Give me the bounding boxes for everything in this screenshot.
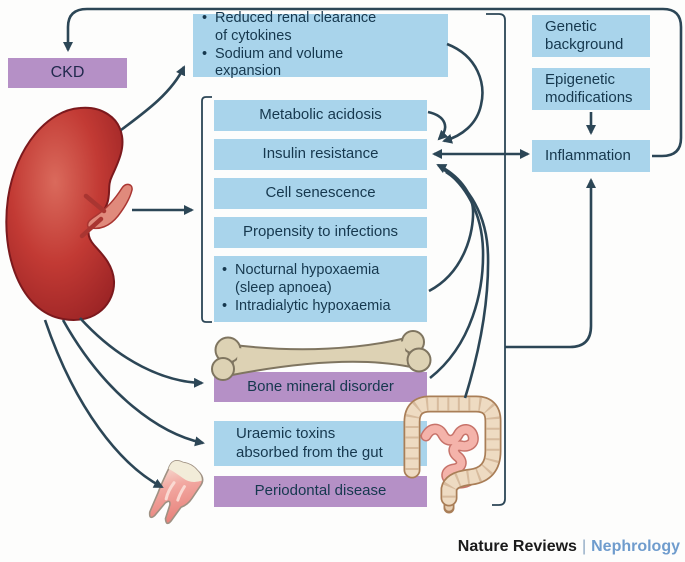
- periodontal-disease-box: Periodontal disease: [214, 476, 427, 507]
- curve-bone-to-insulin: [429, 167, 485, 380]
- genetic-line1: Genetic: [545, 17, 597, 35]
- journal-separator: |: [581, 538, 587, 555]
- left-group-bracket: [201, 96, 212, 323]
- bullet-indent: [222, 280, 235, 298]
- bullet-glyph: •: [202, 45, 208, 62]
- bullet-glyph: •: [222, 262, 228, 279]
- bone-mineral-disorder-label: Bone mineral disorder: [247, 377, 394, 395]
- journal-credit: Nature Reviews|Nephrology: [458, 538, 680, 556]
- uraemic-line2: absorbed from the gut: [236, 443, 383, 461]
- metabolic-acidosis-label: Metabolic acidosis: [259, 106, 382, 124]
- journal-brand: Nature Reviews: [457, 538, 577, 555]
- bullet-item-continuation: of cytokines: [202, 28, 448, 46]
- inflammation-box: Inflammation: [532, 140, 650, 172]
- curve-gut-to-insulin: [445, 170, 490, 399]
- arrow-kidney-to-bone: [79, 317, 204, 388]
- bullet-text: Nocturnal hypoxaemia: [235, 262, 380, 279]
- periodontal-disease-label: Periodontal disease: [254, 482, 387, 500]
- tooth-illustration: [148, 460, 204, 525]
- arrow-metabolic-to-insulin: [427, 110, 449, 141]
- ckd-label: CKD: [50, 64, 85, 82]
- renal-vessel: [86, 183, 133, 230]
- bullet-item: • Sodium and volume expansion: [202, 46, 448, 81]
- insulin-resistance-box: Insulin resistance: [214, 139, 427, 170]
- bullet-item: • Intradialytic hypoxaemia: [222, 298, 427, 316]
- arrow-clearance-to-insulin: [442, 42, 484, 144]
- propensity-infections-box: Propensity to infections: [214, 217, 427, 248]
- uraemic-line1: Uraemic toxins: [236, 425, 336, 443]
- ckd-box: CKD: [8, 58, 127, 88]
- epigenetic-modifications-box: Epigenetic modifications: [532, 68, 650, 110]
- bullet-text: Intradialytic hypoxaemia: [235, 297, 391, 314]
- bone-mineral-disorder-box: Bone mineral disorder: [214, 372, 427, 402]
- bullet-glyph: •: [222, 297, 228, 314]
- arrow-kidney-to-periodontal: [43, 319, 164, 489]
- renal-clearance-box: • Reduced renal clearance of cytokines •…: [193, 10, 448, 79]
- hypoxaemia-box: • Nocturnal hypoxaemia (sleep apnoea) • …: [214, 256, 427, 322]
- arrow-hypoxaemia-to-insulin: [428, 163, 475, 293]
- uraemic-toxins-box: Uraemic toxins absorbed from the gut: [214, 421, 427, 466]
- right-group-bracket: [486, 13, 506, 506]
- epigenetic-line1: Epigenetic: [545, 70, 616, 88]
- bullet-text: Reduced renal clearance: [215, 10, 377, 27]
- bullet-glyph: •: [202, 10, 208, 27]
- bullet-item-continuation: (sleep apnoea): [222, 280, 427, 298]
- epigenetic-line2: modifications: [545, 89, 633, 106]
- arrow-kidney-to-uraemic: [61, 319, 205, 447]
- kidney-illustration: [5, 106, 133, 321]
- bullet-text: of cytokines: [215, 27, 292, 44]
- bullet-item: • Nocturnal hypoxaemia: [222, 262, 427, 280]
- bullet-item: • Reduced renal clearance: [202, 10, 448, 28]
- metabolic-acidosis-box: Metabolic acidosis: [214, 100, 427, 131]
- inflammation-label: Inflammation: [545, 146, 631, 164]
- arrow-bracket-to-inflammation: [505, 178, 596, 349]
- cell-senescence-box: Cell senescence: [214, 178, 427, 209]
- journal-name: Nephrology: [591, 538, 680, 555]
- genetic-background-box: Genetic background: [532, 15, 650, 57]
- arrow-kidney-to-clearance-box: [120, 65, 186, 132]
- bullet-text: (sleep apnoea): [235, 280, 332, 297]
- cell-senescence-label: Cell senescence: [265, 184, 376, 202]
- bullet-indent: [202, 28, 215, 46]
- bullet-text: Sodium and volume expansion: [215, 45, 344, 80]
- propensity-infections-label: Propensity to infections: [242, 223, 399, 241]
- genetic-line2: background: [545, 36, 624, 53]
- insulin-resistance-label: Insulin resistance: [262, 145, 379, 163]
